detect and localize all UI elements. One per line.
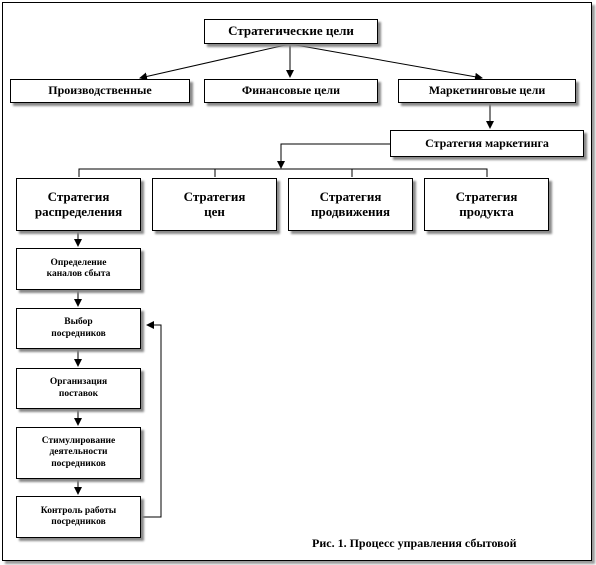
node-supply-line1: Организация (49, 377, 108, 388)
node-channels-line2: каналов сбыта (46, 269, 111, 279)
node-control-line1: Контроль работы (40, 505, 117, 516)
node-stimulation-line2: деятельности (49, 447, 108, 458)
node-control-line2: посредников (51, 517, 106, 527)
node-financial-goals-label: Финансовые цели (241, 83, 341, 98)
node-product-line1: Стратегия (455, 188, 518, 204)
node-stimulation-line1: Стимулирование (41, 435, 116, 446)
node-supply-line2: поставок (58, 388, 99, 399)
node-price-line1: Стратегия (183, 188, 246, 204)
node-strategic-goals-label: Стратегические цели (228, 23, 354, 39)
arrow-control-feedback (141, 321, 162, 518)
node-price-line2: цен (204, 203, 225, 219)
node-intermediaries-line2: посредников (51, 328, 106, 339)
node-strategic-goals: Стратегические цели (204, 19, 378, 44)
node-marketing-strategy: Стратегия маркетинга (390, 130, 584, 157)
arrow-root-marketing-goals (289, 43, 483, 81)
node-stimulation-line3: посредников (51, 458, 106, 469)
node-channels-line1: Определение (50, 257, 107, 268)
node-financial-goals: Финансовые цели (204, 79, 378, 103)
node-promotion-line1: Стратегия (319, 188, 382, 204)
node-production-goals: Производственные (10, 79, 190, 103)
node-marketing-strategy-label: Стратегия маркетинга (425, 135, 549, 150)
level4-bus (78, 168, 488, 177)
node-marketing-goals-label: Маркетинговые цели (428, 83, 546, 98)
node-intermediaries-line1: Выбор (64, 317, 93, 328)
node-product-line2: продукта (459, 203, 514, 219)
node-promotion-line2: продвижения (311, 203, 390, 219)
figure-caption: Рис. 1. Процесс управления сбытовой (312, 536, 517, 550)
arrow-root-production (139, 43, 291, 81)
node-production-goals-label: Производственные (48, 83, 152, 98)
node-distribution-line1: Стратегия (47, 188, 110, 204)
arrow-strategy-bus (277, 143, 390, 169)
node-marketing-goals: Маркетинговые цели (398, 79, 576, 103)
node-distribution-line2: распределения (34, 203, 123, 219)
